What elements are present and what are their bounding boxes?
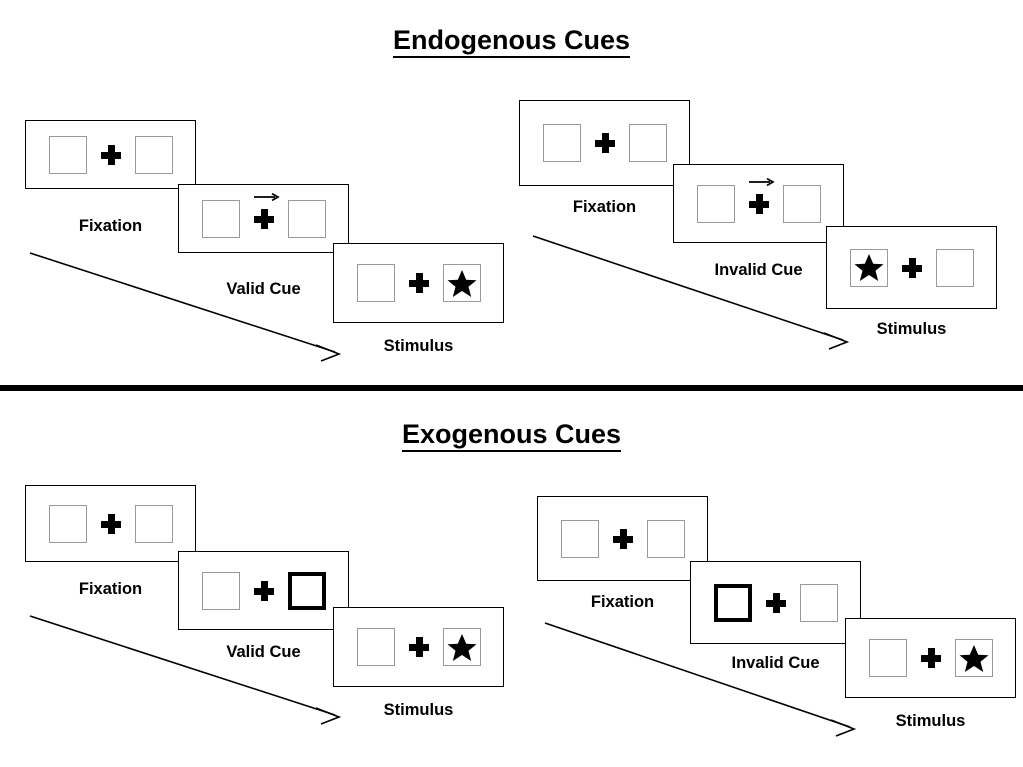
center-cue — [408, 637, 429, 657]
right-box — [935, 248, 974, 287]
caption-exogenous-valid-stimulus: Stimulus — [383, 701, 454, 719]
frame-exogenous-valid-cue — [178, 551, 349, 630]
center-cue — [253, 580, 274, 601]
caption-endogenous-valid-fixation: Fixation — [78, 217, 143, 235]
caption-exogenous-invalid-fixation: Fixation — [590, 593, 655, 611]
frame-endogenous-invalid-cue — [673, 164, 844, 243]
center-cue — [253, 192, 280, 229]
center-cue — [408, 273, 429, 293]
right-box — [442, 628, 481, 666]
left-box — [849, 248, 888, 287]
section-divider — [0, 385, 1023, 391]
frame-exogenous-valid-fixation — [25, 485, 196, 562]
right-box — [134, 135, 173, 174]
caption-endogenous-invalid-stimulus: Stimulus — [876, 320, 947, 338]
frame-exogenous-invalid-stimulus — [845, 618, 1016, 698]
center-cue — [612, 528, 633, 549]
star-icon — [959, 644, 988, 672]
plus-icon — [901, 257, 922, 278]
frame-endogenous-valid-fixation — [25, 120, 196, 189]
timeline-arrow-endogenous-valid — [29, 252, 342, 362]
arrow-right-icon — [748, 177, 775, 186]
frame-endogenous-invalid-stimulus — [826, 226, 997, 309]
plus-icon — [765, 592, 786, 613]
left-box — [48, 504, 87, 543]
right-box — [287, 571, 326, 610]
section-title-exogenous-text: Exogenous Cues — [401, 419, 622, 452]
caption-exogenous-valid-fixation: Fixation — [78, 580, 143, 598]
center-cue — [100, 513, 121, 534]
frame-exogenous-valid-stimulus — [333, 607, 504, 687]
frame-exogenous-invalid-fixation — [537, 496, 708, 581]
right-box — [442, 264, 481, 302]
star-icon — [447, 269, 476, 297]
plus-icon — [253, 580, 274, 601]
right-box — [134, 504, 173, 543]
star-icon — [447, 633, 476, 661]
plus-icon — [612, 528, 633, 549]
section-title-exogenous: Exogenous Cues — [0, 419, 1023, 452]
center-cue — [901, 257, 922, 278]
center-cue — [748, 177, 775, 214]
left-box — [48, 135, 87, 174]
caption-endogenous-valid-cue: Valid Cue — [226, 280, 301, 298]
frame-endogenous-valid-cue — [178, 184, 349, 253]
plus-icon — [920, 648, 941, 668]
left-box — [542, 124, 581, 162]
section-title-endogenous: Endogenous Cues — [0, 25, 1023, 58]
center-cue — [920, 648, 941, 668]
section-title-endogenous-text: Endogenous Cues — [392, 25, 630, 58]
caption-exogenous-valid-cue: Valid Cue — [226, 643, 301, 661]
timeline-arrow-endogenous-invalid — [532, 235, 850, 350]
caption-endogenous-invalid-fixation: Fixation — [572, 198, 637, 216]
plus-icon — [253, 208, 274, 229]
frame-endogenous-valid-stimulus — [333, 243, 504, 323]
center-cue — [594, 133, 615, 153]
left-box — [713, 583, 752, 622]
left-box — [356, 264, 395, 302]
plus-icon — [748, 193, 769, 214]
left-box — [868, 639, 907, 677]
center-cue — [765, 592, 786, 613]
right-box — [628, 124, 667, 162]
star-icon — [854, 254, 883, 281]
right-box — [646, 519, 685, 558]
plus-icon — [408, 273, 429, 293]
right-box — [799, 583, 838, 622]
plus-icon — [594, 133, 615, 153]
frame-endogenous-invalid-fixation — [519, 100, 690, 186]
left-box — [356, 628, 395, 666]
left-box — [201, 199, 240, 238]
left-box — [560, 519, 599, 558]
center-cue — [100, 144, 121, 165]
frame-exogenous-invalid-cue — [690, 561, 861, 644]
caption-exogenous-invalid-cue: Invalid Cue — [731, 654, 820, 672]
caption-exogenous-invalid-stimulus: Stimulus — [895, 712, 966, 730]
plus-icon — [100, 144, 121, 165]
right-box — [954, 639, 993, 677]
left-box — [696, 184, 735, 223]
plus-icon — [408, 637, 429, 657]
left-box — [201, 571, 240, 610]
right-box — [287, 199, 326, 238]
arrow-right-icon — [253, 192, 280, 201]
plus-icon — [100, 513, 121, 534]
caption-endogenous-valid-stimulus: Stimulus — [383, 337, 454, 355]
caption-endogenous-invalid-cue: Invalid Cue — [714, 261, 803, 279]
right-box — [782, 184, 821, 223]
